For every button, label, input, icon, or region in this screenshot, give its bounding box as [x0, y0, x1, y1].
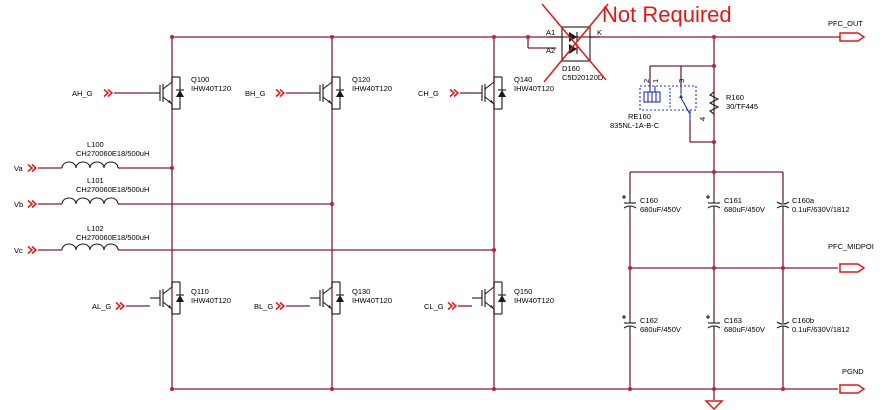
- capacitor-c162: C162 680uF/450V: [621, 314, 681, 336]
- diode-d160: A1 A2 K D160 C5D20120D: [546, 26, 604, 82]
- gate-al-label: AL_G: [92, 302, 111, 311]
- inductor-l100-part: CH270060E18/500uH: [76, 149, 149, 158]
- igbt-q100-part: IHW40T120: [191, 84, 231, 93]
- capacitor-c160-part: 680uF/450V: [640, 205, 681, 214]
- port-pfc-midpoint-label: PFC_MIDPOI: [828, 242, 874, 251]
- port-va[interactable]: Va: [14, 163, 37, 173]
- gate-cl-label: CL_G: [424, 302, 444, 311]
- igbt-q100-ref: Q100: [191, 75, 209, 84]
- relay-re160-part: 835NL-1A-B-C: [610, 121, 660, 130]
- capacitor-c160a-ref: C160a: [792, 196, 815, 205]
- resistor-r160: R160 30/TF445: [708, 91, 758, 115]
- relay-pin-2: 2: [642, 79, 651, 83]
- capacitor-c162-part: 680uF/450V: [640, 325, 681, 334]
- gate-bl-label: BL_G: [254, 302, 273, 311]
- port-vb[interactable]: Vb: [14, 199, 37, 209]
- diode-pin-a2: A2: [546, 46, 555, 55]
- igbt-q150: CL_G Q150 IHW40T120: [424, 281, 554, 315]
- capacitor-c161-ref: C161: [724, 196, 742, 205]
- diode-pin-k: K: [597, 28, 602, 37]
- igbt-q110-ref: Q110: [191, 287, 209, 296]
- relay-pin-3: 3: [677, 79, 686, 83]
- diode-pin-a1: A1: [546, 28, 555, 37]
- relay-re160: 2 1 3 4 RE160 835NL-1A-B-C: [610, 79, 707, 130]
- inductor-l101: L101 CH270060E18/500uH: [61, 176, 149, 205]
- igbt-q140: CH_G Q140 IHW40T120: [418, 75, 554, 110]
- port-pfc-out[interactable]: PFC_OUT: [828, 19, 865, 42]
- capacitor-c160b-ref: C160b: [792, 316, 814, 325]
- capacitor-c162-ref: C162: [640, 316, 658, 325]
- capacitor-c160a-part: 0.1uF/630V/1812: [792, 205, 850, 214]
- port-vc-label: Vc: [14, 246, 23, 255]
- port-vc[interactable]: Vc: [14, 245, 37, 255]
- relay-pin-1: 1: [651, 79, 660, 83]
- resistor-r160-ref: R160: [726, 93, 744, 102]
- inductor-l102-ref: L102: [87, 224, 104, 233]
- inductor-l100: L100 CH270060E18/500uH: [61, 140, 149, 169]
- capacitor-c160: C160 680uF/450V: [621, 194, 681, 216]
- igbt-q120: BH_G Q120 IHW40T120: [245, 75, 392, 110]
- igbt-q140-part: IHW40T120: [514, 84, 554, 93]
- not-required-note: Not Required: [602, 2, 732, 27]
- relay-pin-4: 4: [698, 117, 707, 121]
- capacitor-c160-ref: C160: [640, 196, 658, 205]
- gate-bh-label: BH_G: [245, 89, 266, 98]
- igbt-q130: BL_G Q130 IHW40T120: [254, 281, 392, 315]
- igbt-q120-part: IHW40T120: [352, 84, 392, 93]
- capacitor-c163-ref: C163: [724, 316, 742, 325]
- ground-icon: [704, 400, 724, 410]
- igbt-q110: AL_G Q110 IHW40T120: [92, 281, 231, 315]
- igbt-q150-part: IHW40T120: [514, 296, 554, 305]
- capacitor-c161-part: 680uF/450V: [724, 205, 765, 214]
- inductor-l101-part: CH270060E18/500uH: [76, 185, 149, 194]
- capacitor-c163-part: 680uF/450V: [724, 325, 765, 334]
- port-va-label: Va: [14, 164, 23, 173]
- port-pfc-midpoint[interactable]: PFC_MIDPOI: [828, 242, 874, 273]
- inductor-l102: L102 CH270060E18/500uH: [61, 224, 149, 251]
- igbt-q100: AH_G Q100 IHW40T120: [72, 75, 231, 110]
- capacitor-c160a: C160a 0.1uF/630V/1812: [776, 194, 850, 216]
- port-vb-label: Vb: [14, 200, 23, 209]
- port-pgnd[interactable]: PGND: [839, 367, 865, 394]
- relay-re160-ref: RE160: [628, 112, 651, 121]
- capacitor-c161: C161 680uF/450V: [705, 194, 765, 216]
- igbt-q150-ref: Q150: [514, 287, 532, 296]
- port-pfc-out-label: PFC_OUT: [828, 19, 863, 28]
- diode-d160-part: C5D20120D: [562, 73, 604, 82]
- inductor-l101-ref: L101: [87, 176, 104, 185]
- capacitor-c160b-part: 0.1uF/630V/1812: [792, 325, 850, 334]
- igbt-q110-part: IHW40T120: [191, 296, 231, 305]
- igbt-q130-ref: Q130: [352, 287, 370, 296]
- igbt-q140-ref: Q140: [514, 75, 532, 84]
- port-pgnd-label: PGND: [842, 367, 864, 376]
- diode-d160-ref: D160: [562, 64, 580, 73]
- capacitor-c163: C163 680uF/450V: [705, 314, 765, 336]
- igbt-q120-ref: Q120: [352, 75, 370, 84]
- junction-dots: [170, 35, 785, 391]
- igbt-q130-part: IHW40T120: [352, 296, 392, 305]
- capacitor-c160b: C160b 0.1uF/630V/1812: [776, 314, 850, 336]
- inductor-l102-part: CH270060E18/500uH: [76, 233, 149, 242]
- gate-ah-label: AH_G: [72, 89, 93, 98]
- inductor-l100-ref: L100: [87, 140, 104, 149]
- resistor-r160-part: 30/TF445: [726, 102, 758, 111]
- strike-through-cross: [541, 3, 609, 83]
- gate-ch-label: CH_G: [418, 89, 439, 98]
